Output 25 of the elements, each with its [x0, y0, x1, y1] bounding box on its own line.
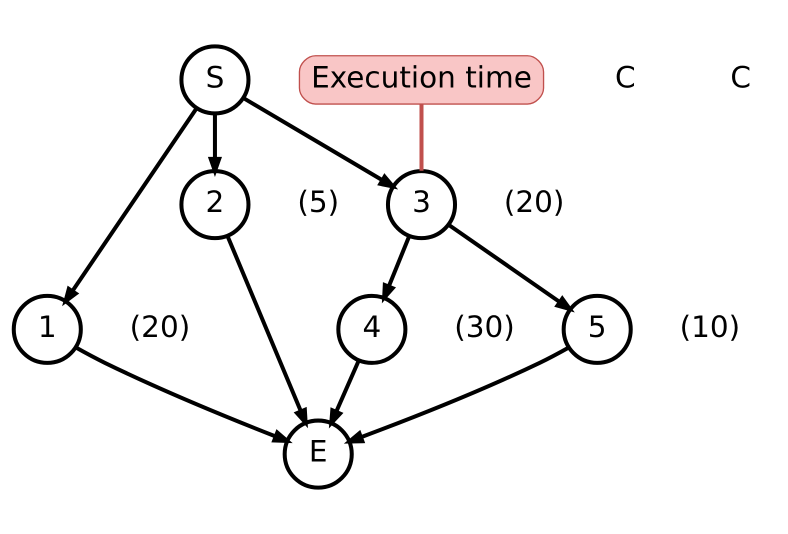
node-label: (10)	[680, 310, 740, 344]
node-circle: 5	[562, 294, 633, 365]
label: C	[730, 60, 752, 94]
connector	[419, 104, 424, 171]
node-circle: S	[179, 44, 250, 116]
arrow	[447, 223, 575, 312]
label: C	[615, 60, 636, 94]
arrow	[242, 96, 398, 190]
arrow	[226, 235, 308, 428]
node-label: (30)	[454, 310, 515, 344]
node-circle: 4	[336, 294, 408, 365]
node-circle: 3	[386, 169, 458, 240]
node-label: (20)	[504, 185, 564, 220]
arrow	[344, 346, 570, 444]
arrow	[328, 360, 360, 428]
arrow	[62, 106, 198, 306]
arrow	[208, 114, 222, 177]
node-circle: 2	[179, 169, 250, 240]
node-box: Execution time	[298, 55, 544, 105]
node-circle: 1	[12, 294, 83, 365]
arrow	[382, 235, 412, 304]
arrow	[74, 346, 293, 444]
node-label: (20)	[130, 310, 190, 344]
node-circle: E	[282, 418, 354, 490]
node-label: (5)	[297, 185, 340, 220]
